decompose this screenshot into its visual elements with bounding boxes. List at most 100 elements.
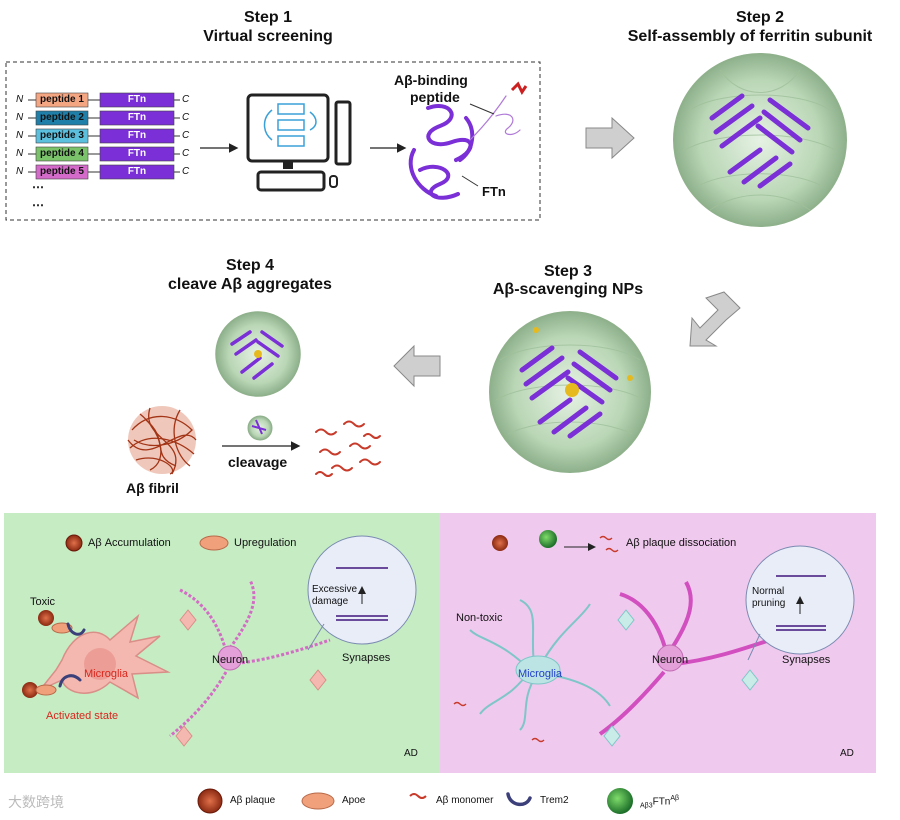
c-terminus-label: C (182, 94, 190, 105)
pointer-line (461, 175, 479, 187)
peptide-1-label: peptide 1 (40, 94, 84, 105)
ad-label: AD (840, 748, 854, 759)
plaque-icon (38, 610, 54, 626)
plaque-icon (22, 682, 38, 698)
binding-peptide-label: Aβ-binding (394, 72, 468, 88)
microglia-label: Microglia (84, 668, 129, 680)
legend-ftn-icon (607, 788, 633, 814)
scavenging-nanoparticle-small (215, 311, 301, 397)
step1-title: Step 1 (243, 9, 292, 26)
process-arrow (689, 291, 741, 347)
ferritin-nanocage (673, 53, 847, 227)
peptide-list (28, 92, 180, 180)
watermark: 大数跨境 (8, 794, 64, 810)
c-terminus-label: C (182, 148, 190, 159)
microglia-activated (39, 613, 171, 700)
peptide-4-label: peptide 4 (40, 148, 84, 159)
step2-title: Step 2 (735, 9, 784, 26)
synapses-label: Synapses (342, 652, 391, 664)
ftn-nanoparticle-icon (539, 530, 557, 548)
pointer-line (747, 633, 761, 661)
cleavage-label: cleavage (228, 454, 288, 470)
legend-plaque-label: Aβ plaque (230, 795, 276, 806)
neuron-label: Neuron (212, 654, 249, 666)
neuron-soma (656, 644, 684, 672)
process-arrow (393, 344, 441, 388)
ftn-label: FTn (127, 112, 147, 123)
ad-label: AD (404, 748, 418, 759)
binding-peptide-label: peptide (410, 89, 460, 105)
trem2-icon (66, 622, 86, 636)
neuron-soma (217, 645, 243, 671)
accumulation-label: Aβ Accumulation (88, 537, 171, 549)
process-arrow (585, 116, 635, 160)
upregulation-label: Upregulation (234, 537, 297, 549)
ftn-structure-label: FTn (482, 184, 506, 199)
legend-ftn-main: FTn (652, 796, 671, 808)
neuron-cell (175, 609, 327, 747)
legend-monomer-icon (409, 793, 427, 799)
legend-monomer-label: Aβ monomer (436, 795, 494, 806)
scavenging-nanoparticle (489, 311, 651, 473)
toxic-label: Toxic (30, 596, 56, 608)
dissociation-label: Aβ plaque dissociation (626, 537, 737, 549)
peptide-row (35, 92, 175, 108)
neuron-cell (603, 609, 759, 747)
legend-trem2-label: Trem2 (540, 795, 569, 806)
microglia-label: Microglia (518, 668, 563, 680)
n-terminus-label: N (16, 148, 24, 159)
binding-peptide-structure (510, 81, 528, 95)
peptide-2-label: peptide 2 (40, 112, 84, 123)
ftn-label: FTn (127, 94, 147, 105)
step3-title: Step 3 (543, 263, 592, 280)
legend-apoe-label: Apoe (342, 795, 366, 806)
abeta-monomers (315, 420, 381, 477)
abeta-monomers (453, 701, 545, 743)
abeta-monomers (599, 535, 619, 553)
pointer-line (469, 103, 495, 115)
ellipsis: ⋯ (32, 180, 44, 194)
step1-subtitle: Virtual screening (203, 28, 333, 45)
synapse-structure (776, 575, 826, 631)
n-terminus-label: N (16, 94, 24, 105)
peptide-3-label: peptide 3 (40, 130, 84, 141)
apoe-icon (199, 535, 229, 551)
synapse-structure (336, 567, 388, 621)
damage-label: damage (312, 596, 349, 607)
fibril-label: Aβ fibril (126, 480, 179, 496)
legend-trem2-icon (506, 792, 532, 807)
screening-box (5, 61, 541, 221)
synapses-label: Synapses (782, 654, 831, 666)
n-terminus-label: N (16, 130, 24, 141)
microglia-soma (515, 655, 561, 685)
legend-ftn-label: Aβ3FTnAβ (640, 795, 679, 809)
neuron-label: Neuron (652, 654, 689, 666)
normal-label: Normal (752, 586, 785, 597)
pointer-line (307, 623, 325, 651)
apoe-icon (35, 684, 57, 696)
abeta-fibril (127, 406, 197, 475)
plaque-icon (65, 534, 83, 552)
n-terminus-label: N (16, 166, 24, 177)
ftn-monomer-structure (408, 95, 521, 200)
n-terminus-label: N (16, 112, 24, 123)
c-terminus-label: C (182, 130, 190, 141)
step3-subtitle: Aβ-scavenging NPs (492, 281, 644, 298)
legend-ftn-sup: Aβ (670, 795, 680, 802)
ftn-label: FTn (127, 148, 147, 159)
legend-plaque-icon (197, 788, 223, 814)
small-nanoparticle (247, 415, 273, 441)
legend-apoe-icon (301, 792, 335, 810)
computer-icon (246, 93, 352, 192)
activated-state-label: Activated state (46, 710, 119, 722)
plaque-icon (492, 535, 508, 551)
trem2-icon (58, 674, 82, 688)
legend-ftn-sub: Aβ3 (640, 802, 653, 810)
c-terminus-label: C (182, 112, 190, 123)
pruning-label: pruning (752, 598, 786, 609)
step4-subtitle: cleave Aβ aggregates (168, 276, 332, 293)
c-terminus-label: C (182, 166, 190, 177)
step4-title: Step 4 (225, 257, 274, 274)
ellipsis: ⋯ (32, 198, 44, 212)
